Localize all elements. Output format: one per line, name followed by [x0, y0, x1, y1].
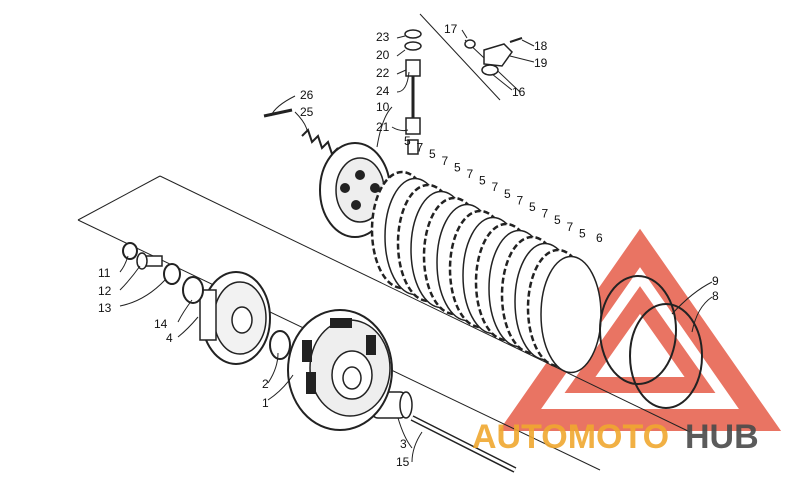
label-part-5: 5 [454, 160, 461, 174]
label-part-7: 7 [467, 167, 474, 181]
label-part-24: 24 [376, 84, 390, 98]
spring-bolt [263, 108, 293, 118]
label-part-8: 8 [712, 289, 719, 303]
label-part-17: 17 [444, 22, 458, 36]
label-part-11: 11 [98, 266, 111, 280]
release-shaft-stack [404, 29, 422, 155]
label-part-21: 21 [376, 120, 390, 134]
spring [301, 128, 339, 156]
watermark-text-hub: HUB [685, 418, 759, 456]
label-part-22: 22 [376, 66, 390, 80]
label-part-7: 7 [567, 220, 574, 234]
clutch-basket [287, 309, 393, 431]
label-part-5: 5 [404, 134, 411, 148]
label-part-7: 7 [542, 207, 549, 221]
nut-11 [122, 242, 138, 260]
washer-13 [163, 263, 181, 285]
release-arm [464, 37, 523, 76]
label-part-5: 5 [479, 174, 486, 188]
label-part-7: 7 [492, 180, 499, 194]
label-part-7: 7 [442, 154, 449, 168]
part-labels: 1 2 3 4 6 8 9 10 11 12 13 14 15 16 17 18… [98, 22, 719, 469]
label-part-23: 23 [376, 30, 390, 44]
label-part-2: 2 [262, 377, 269, 391]
label-part-13: 13 [98, 301, 112, 315]
leader-lines [119, 29, 713, 463]
watermark-text-automoto: AUTOMOTO [472, 418, 669, 456]
label-part-5: 5 [429, 147, 436, 161]
gear [199, 271, 271, 365]
label-part-10: 10 [376, 100, 390, 114]
label-part-18: 18 [534, 39, 548, 53]
label-part-7: 7 [417, 141, 424, 155]
clutch-plate-stack [370, 170, 602, 374]
cover-gasket [599, 275, 703, 409]
bolt-12 [136, 252, 163, 270]
pushrod-shaft [410, 415, 517, 473]
label-part-5: 5 [504, 187, 511, 201]
watermark-triangle-inner [564, 286, 716, 393]
label-part-3: 3 [400, 437, 407, 451]
watermark-text: AUTOMOTO HUB [472, 418, 759, 456]
label-part-20: 20 [376, 48, 390, 62]
label-part-26: 26 [300, 88, 314, 102]
label-part-7: 7 [517, 193, 524, 207]
label-part-6: 6 [596, 231, 603, 245]
o-ring [269, 330, 291, 360]
label-part-19: 19 [534, 56, 548, 70]
label-part-5: 5 [554, 213, 561, 227]
steel-plate [540, 255, 602, 374]
washer-14 [182, 276, 204, 304]
label-part-5: 5 [529, 200, 536, 214]
label-part-12: 12 [98, 284, 112, 298]
label-part-4: 4 [166, 331, 173, 345]
label-part-5: 5 [579, 226, 586, 240]
label-part-1: 1 [262, 396, 269, 410]
label-part-16: 16 [512, 85, 526, 99]
bushing [371, 391, 413, 419]
label-part-9: 9 [712, 274, 719, 288]
label-part-25: 25 [300, 105, 314, 119]
label-part-14: 14 [154, 317, 168, 331]
label-part-15: 15 [396, 455, 410, 469]
